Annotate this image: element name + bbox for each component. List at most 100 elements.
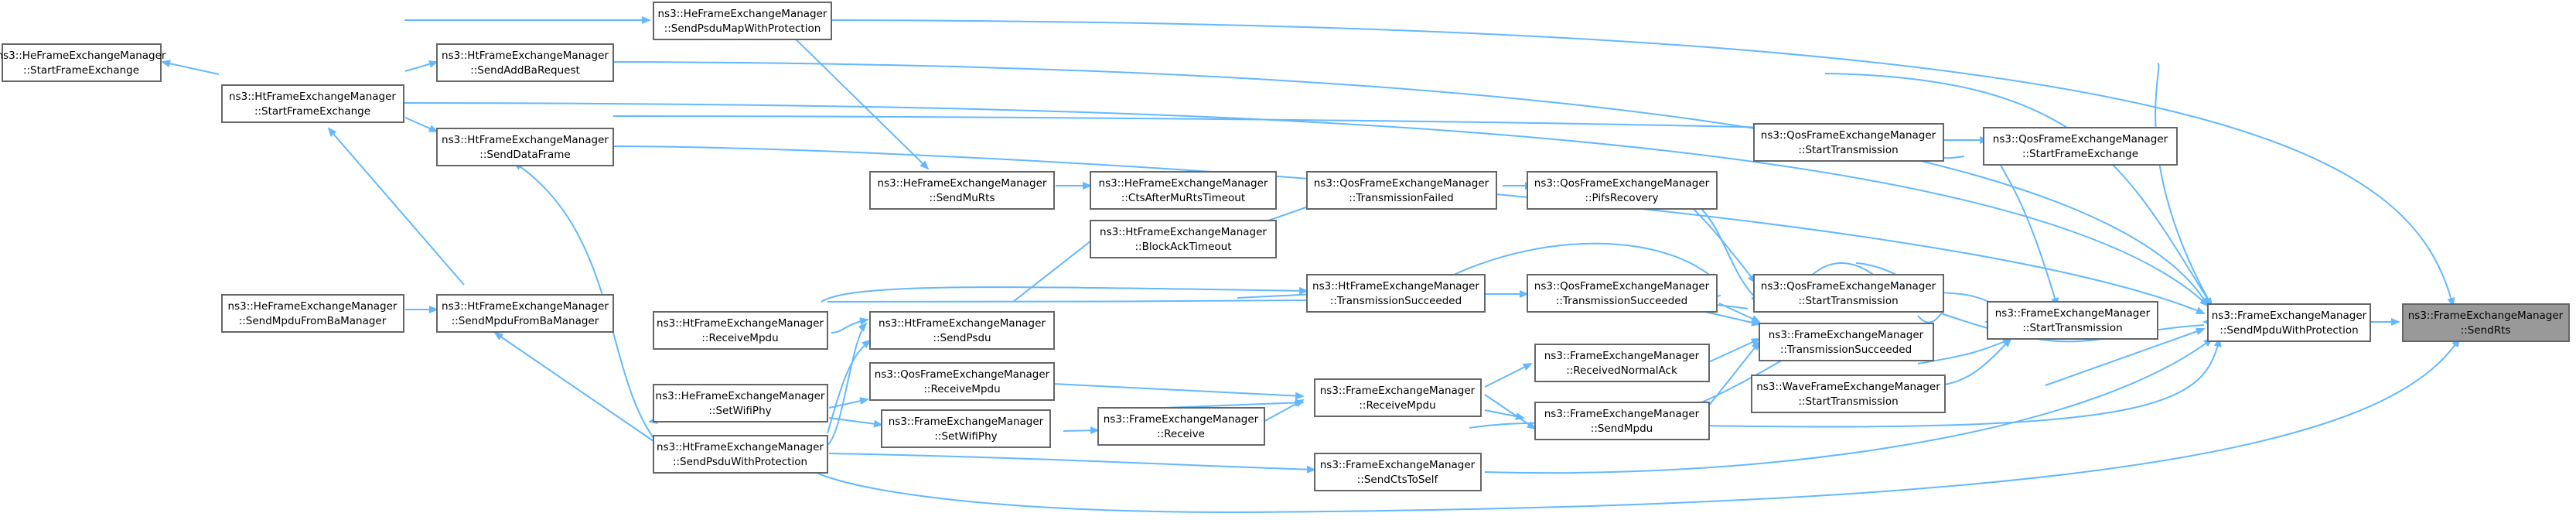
svg-text:::SendAddBaRequest: ::SendAddBaRequest	[470, 64, 580, 77]
svg-text:ns3::HeFrameExchangeManager: ns3::HeFrameExchangeManager	[878, 177, 1047, 190]
node-hesfe[interactable]: ns3::HeFrameExchangeManager ::StartFrame…	[0, 43, 166, 82]
svg-text:::StartFrameExchange: ::StartFrameExchange	[2022, 148, 2138, 160]
svg-text:ns3::HtFrameExchangeManager: ns3::HtFrameExchangeManager	[1100, 226, 1267, 238]
svg-text:ns3::HtFrameExchangeManager: ns3::HtFrameExchangeManager	[657, 441, 824, 453]
node-ferna[interactable]: ns3::FrameExchangeManager ::ReceivedNorm…	[1534, 344, 1710, 382]
node-fest[interactable]: ns3::FrameExchangeManager ::StartTransmi…	[1987, 301, 2158, 340]
svg-text:ns3::HeFrameExchangeManager: ns3::HeFrameExchangeManager	[656, 390, 825, 402]
call-edges	[161, 16, 2461, 514]
svg-text:::StartTransmission: ::StartTransmission	[1798, 295, 1898, 307]
node-fescts[interactable]: ns3::FrameExchangeManager ::SendCtsToSel…	[1314, 453, 1482, 491]
svg-text:::ReceiveMpdu: ::ReceiveMpdu	[1359, 399, 1435, 412]
edge	[827, 299, 1315, 303]
svg-text:ns3::HtFrameExchangeManager: ns3::HtFrameExchangeManager	[442, 134, 609, 146]
svg-text:::SendPsduMapWithProtection: ::SendPsduMapWithProtection	[664, 22, 821, 35]
svg-text:::TransmissionSucceeded: ::TransmissionSucceeded	[1780, 344, 1912, 356]
edge	[1940, 156, 1965, 159]
svg-text:ns3::FrameExchangeManager: ns3::FrameExchangeManager	[1769, 329, 1924, 341]
svg-text:::Receive: ::Receive	[1157, 428, 1205, 440]
node-hesmpwp[interactable]: ns3::HeFrameExchangeManager ::SendPsduMa…	[653, 2, 832, 40]
svg-text:::SendDataFrame: ::SendDataFrame	[479, 149, 570, 161]
svg-text:ns3::QosFrameExchangeManager: ns3::QosFrameExchangeManager	[1761, 280, 1936, 292]
svg-text:::StartFrameExchange: ::StartFrameExchange	[254, 105, 370, 118]
svg-text:ns3::HeFrameExchangeManager: ns3::HeFrameExchangeManager	[228, 300, 397, 313]
edge	[1469, 337, 2222, 429]
svg-text:::TransmissionSucceeded: ::TransmissionSucceeded	[1330, 295, 1462, 307]
svg-text:::SendCtsToSelf: ::SendCtsToSelf	[1357, 474, 1439, 486]
svg-text:::BlockAckTimeout: ::BlockAckTimeout	[1135, 241, 1232, 253]
node-htsdf[interactable]: ns3::HtFrameExchangeManager ::SendDataFr…	[436, 128, 614, 166]
node-qossfe[interactable]: ns3::QosFrameExchangeManager ::StartFram…	[1983, 127, 2178, 166]
edge	[828, 417, 883, 428]
node-httsucc[interactable]: ns3::HtFrameExchangeManager ::Transmissi…	[1306, 274, 1486, 313]
node-wavest[interactable]: ns3::WaveFrameExchangeManager ::StartTra…	[1751, 375, 1946, 413]
svg-text:::CtsAfterMuRtsTimeout: ::CtsAfterMuRtsTimeout	[1121, 192, 1245, 204]
svg-text:ns3::HtFrameExchangeManager: ns3::HtFrameExchangeManager	[879, 317, 1046, 330]
edge	[1824, 73, 2213, 307]
svg-text:ns3::HtFrameExchangeManager: ns3::HtFrameExchangeManager	[229, 91, 396, 103]
edge	[1685, 200, 1757, 284]
edge	[827, 339, 872, 434]
edge	[1453, 242, 1718, 282]
svg-text:::SendMuRts: ::SendMuRts	[929, 192, 995, 204]
node-htrm[interactable]: ns3::HtFrameExchangeManager ::ReceiveMpd…	[653, 311, 828, 350]
node-hesetwifi[interactable]: ns3::HeFrameExchangeManager ::SetWifiPhy	[653, 384, 828, 422]
svg-text:ns3::QosFrameExchangeManager: ns3::QosFrameExchangeManager	[1993, 133, 2168, 145]
svg-text:::PifsRecovery: ::PifsRecovery	[1585, 192, 1658, 204]
svg-text:ns3::FrameExchangeManager: ns3::FrameExchangeManager	[2408, 310, 2564, 322]
node-hesmurts[interactable]: ns3::HeFrameExchangeManager ::SendMuRts	[869, 171, 1055, 210]
svg-text:ns3::HtFrameExchangeManager: ns3::HtFrameExchangeManager	[1312, 280, 1479, 292]
node-qosst2[interactable]: ns3::QosFrameExchangeManager ::StartTran…	[1753, 274, 1944, 313]
node-qostsucc[interactable]: ns3::QosFrameExchangeManager ::Transmiss…	[1527, 274, 1718, 313]
edge	[828, 397, 869, 409]
edge	[2045, 327, 2206, 386]
svg-text:ns3::QosFrameExchangeManager: ns3::QosFrameExchangeManager	[1534, 177, 1710, 190]
svg-text:::SendPsdu: ::SendPsdu	[933, 332, 991, 344]
edge	[327, 127, 465, 286]
node-ferecv[interactable]: ns3::FrameExchangeManager ::Receive	[1097, 407, 1265, 446]
node-hectsaft[interactable]: ns3::HeFrameExchangeManager ::CtsAfterMu…	[1090, 171, 1277, 210]
node-fesendmpdu[interactable]: ns3::FrameExchangeManager ::SendMpdu	[1534, 402, 1710, 440]
svg-text:ns3::QosFrameExchangeManager: ns3::QosFrameExchangeManager	[1761, 129, 1936, 142]
node-htsendpsdu[interactable]: ns3::HtFrameExchangeManager ::SendPsdu	[869, 311, 1055, 350]
svg-text:ns3::FrameExchangeManager: ns3::FrameExchangeManager	[1320, 385, 1476, 397]
node-qosrm[interactable]: ns3::QosFrameExchangeManager ::ReceiveMp…	[869, 362, 1055, 401]
edge	[1704, 340, 1761, 411]
edge	[821, 286, 1308, 303]
node-htsaba[interactable]: ns3::HtFrameExchangeManager ::SendAddBaR…	[436, 43, 614, 82]
node-fetsucc[interactable]: ns3::FrameExchangeManager ::Transmission…	[1759, 323, 1934, 361]
node-htsfe[interactable]: ns3::HtFrameExchangeManager ::StartFrame…	[221, 84, 404, 123]
svg-text:ns3::HtFrameExchangeManager: ns3::HtFrameExchangeManager	[442, 300, 609, 313]
edge	[831, 19, 2455, 307]
svg-text:::SetWifiPhy: ::SetWifiPhy	[934, 430, 997, 443]
svg-text:::ReceivedNormalAck: ::ReceivedNormalAck	[1566, 364, 1677, 377]
node-qospifs[interactable]: ns3::QosFrameExchangeManager ::PifsRecov…	[1527, 171, 1718, 210]
svg-text:::StartFrameExchange: ::StartFrameExchange	[23, 64, 139, 77]
svg-text:::SendMpduFromBaManager: ::SendMpduFromBaManager	[239, 315, 387, 327]
node-htsmfba[interactable]: ns3::HtFrameExchangeManager ::SendMpduFr…	[436, 294, 614, 333]
node-htbat[interactable]: ns3::HtFrameExchangeManager ::BlockAckTi…	[1090, 220, 1277, 258]
svg-text:::StartTransmission: ::StartTransmission	[1798, 144, 1898, 156]
edge	[404, 60, 438, 72]
svg-text:ns3::HtFrameExchangeManager: ns3::HtFrameExchangeManager	[442, 50, 609, 62]
edge	[1237, 290, 1316, 299]
node-qostf[interactable]: ns3::QosFrameExchangeManager ::Transmiss…	[1306, 171, 1497, 210]
edge	[394, 102, 2209, 307]
node-hesmfba[interactable]: ns3::HeFrameExchangeManager ::SendMpduFr…	[221, 294, 404, 333]
node-fesetwifi[interactable]: ns3::FrameExchangeManager ::SetWifiPhy	[881, 409, 1051, 448]
svg-text:ns3::QosFrameExchangeManager: ns3::QosFrameExchangeManager	[875, 368, 1050, 381]
node-qosst1[interactable]: ns3::QosFrameExchangeManager ::StartTran…	[1753, 123, 1944, 162]
edge	[1484, 363, 1533, 388]
svg-text:ns3::HeFrameExchangeManager: ns3::HeFrameExchangeManager	[0, 50, 166, 62]
node-ferm[interactable]: ns3::FrameExchangeManager ::ReceiveMpdu	[1314, 378, 1482, 417]
edge	[1704, 338, 1761, 364]
svg-text:ns3::FrameExchangeManager: ns3::FrameExchangeManager	[2212, 310, 2367, 322]
node-smpwp[interactable]: ns3::FrameExchangeManager ::SendMpduWith…	[2207, 303, 2371, 342]
edge	[1994, 154, 2059, 307]
edge	[2155, 63, 2213, 306]
edge	[161, 60, 220, 75]
node-root[interactable]: ns3::FrameExchangeManager ::SendRts	[2402, 303, 2570, 342]
svg-text:ns3::HeFrameExchangeManager: ns3::HeFrameExchangeManager	[658, 8, 827, 20]
node-htspwp[interactable]: ns3::HtFrameExchangeManager ::SendPsduWi…	[653, 435, 828, 474]
